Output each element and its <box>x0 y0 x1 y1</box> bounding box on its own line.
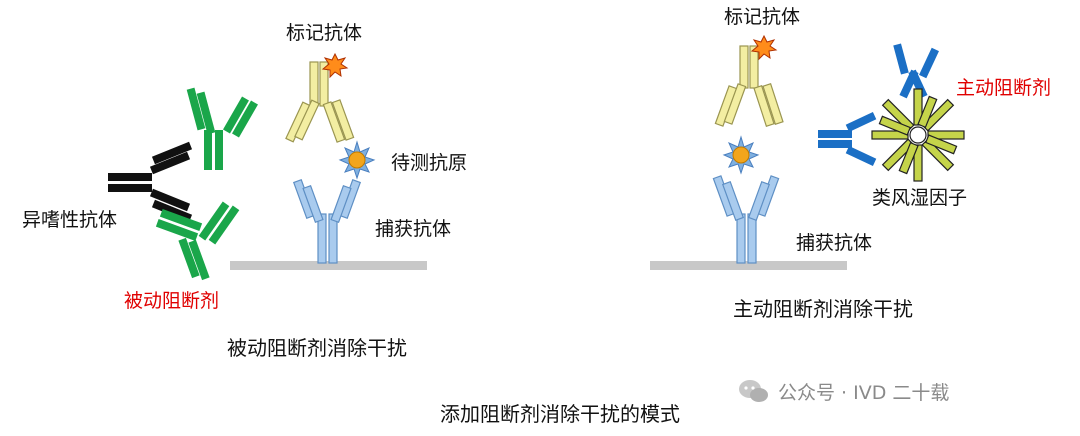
right-label-star-icon <box>750 34 778 61</box>
figure-title: 添加阻断剂消除干扰的模式 <box>440 402 680 426</box>
right-labeled-antibody <box>714 45 784 128</box>
active-blocker-left <box>818 112 877 166</box>
active-blocker-label: 主动阻断剂 <box>956 77 1052 99</box>
passive-blocker-label: 被动阻断剂 <box>124 290 220 312</box>
right-labeled-antibody-label: 标记抗体 <box>724 6 801 28</box>
antigen-label: 待测抗原 <box>391 152 468 174</box>
left-labeled-antibody-label: 标记抗体 <box>286 22 363 44</box>
rheumatoid-factor-label: 类风湿因子 <box>872 187 968 209</box>
passive-blocker-bottom <box>155 201 240 281</box>
passive-blocker-top <box>186 87 258 170</box>
watermark-text: 公众号 · IVD 二十载 <box>778 381 950 404</box>
wechat-logo-icon <box>739 380 768 402</box>
right-caption: 主动阻断剂消除干扰 <box>733 297 913 321</box>
right-solid-phase <box>650 261 847 270</box>
active-blocker-top <box>893 43 939 99</box>
right-antigen <box>722 135 760 175</box>
left-labeled-antibody <box>285 61 355 143</box>
left-caption: 被动阻断剂消除干扰 <box>227 336 407 360</box>
right-capture-antibody <box>712 175 780 264</box>
left-label-star-icon <box>321 52 349 79</box>
heterophilic-antibody-label: 异嗜性抗体 <box>22 209 118 231</box>
rheumatoid-factor <box>871 88 965 182</box>
left-solid-phase <box>230 261 427 270</box>
left-antigen <box>338 140 376 180</box>
right-capture-antibody-label: 捕获抗体 <box>796 232 873 254</box>
watermark: 公众号 · IVD 二十载 <box>738 375 949 407</box>
left-capture-antibody-label: 捕获抗体 <box>375 218 452 240</box>
heterophilic-antibody <box>108 141 193 223</box>
left-capture-antibody <box>292 179 362 264</box>
